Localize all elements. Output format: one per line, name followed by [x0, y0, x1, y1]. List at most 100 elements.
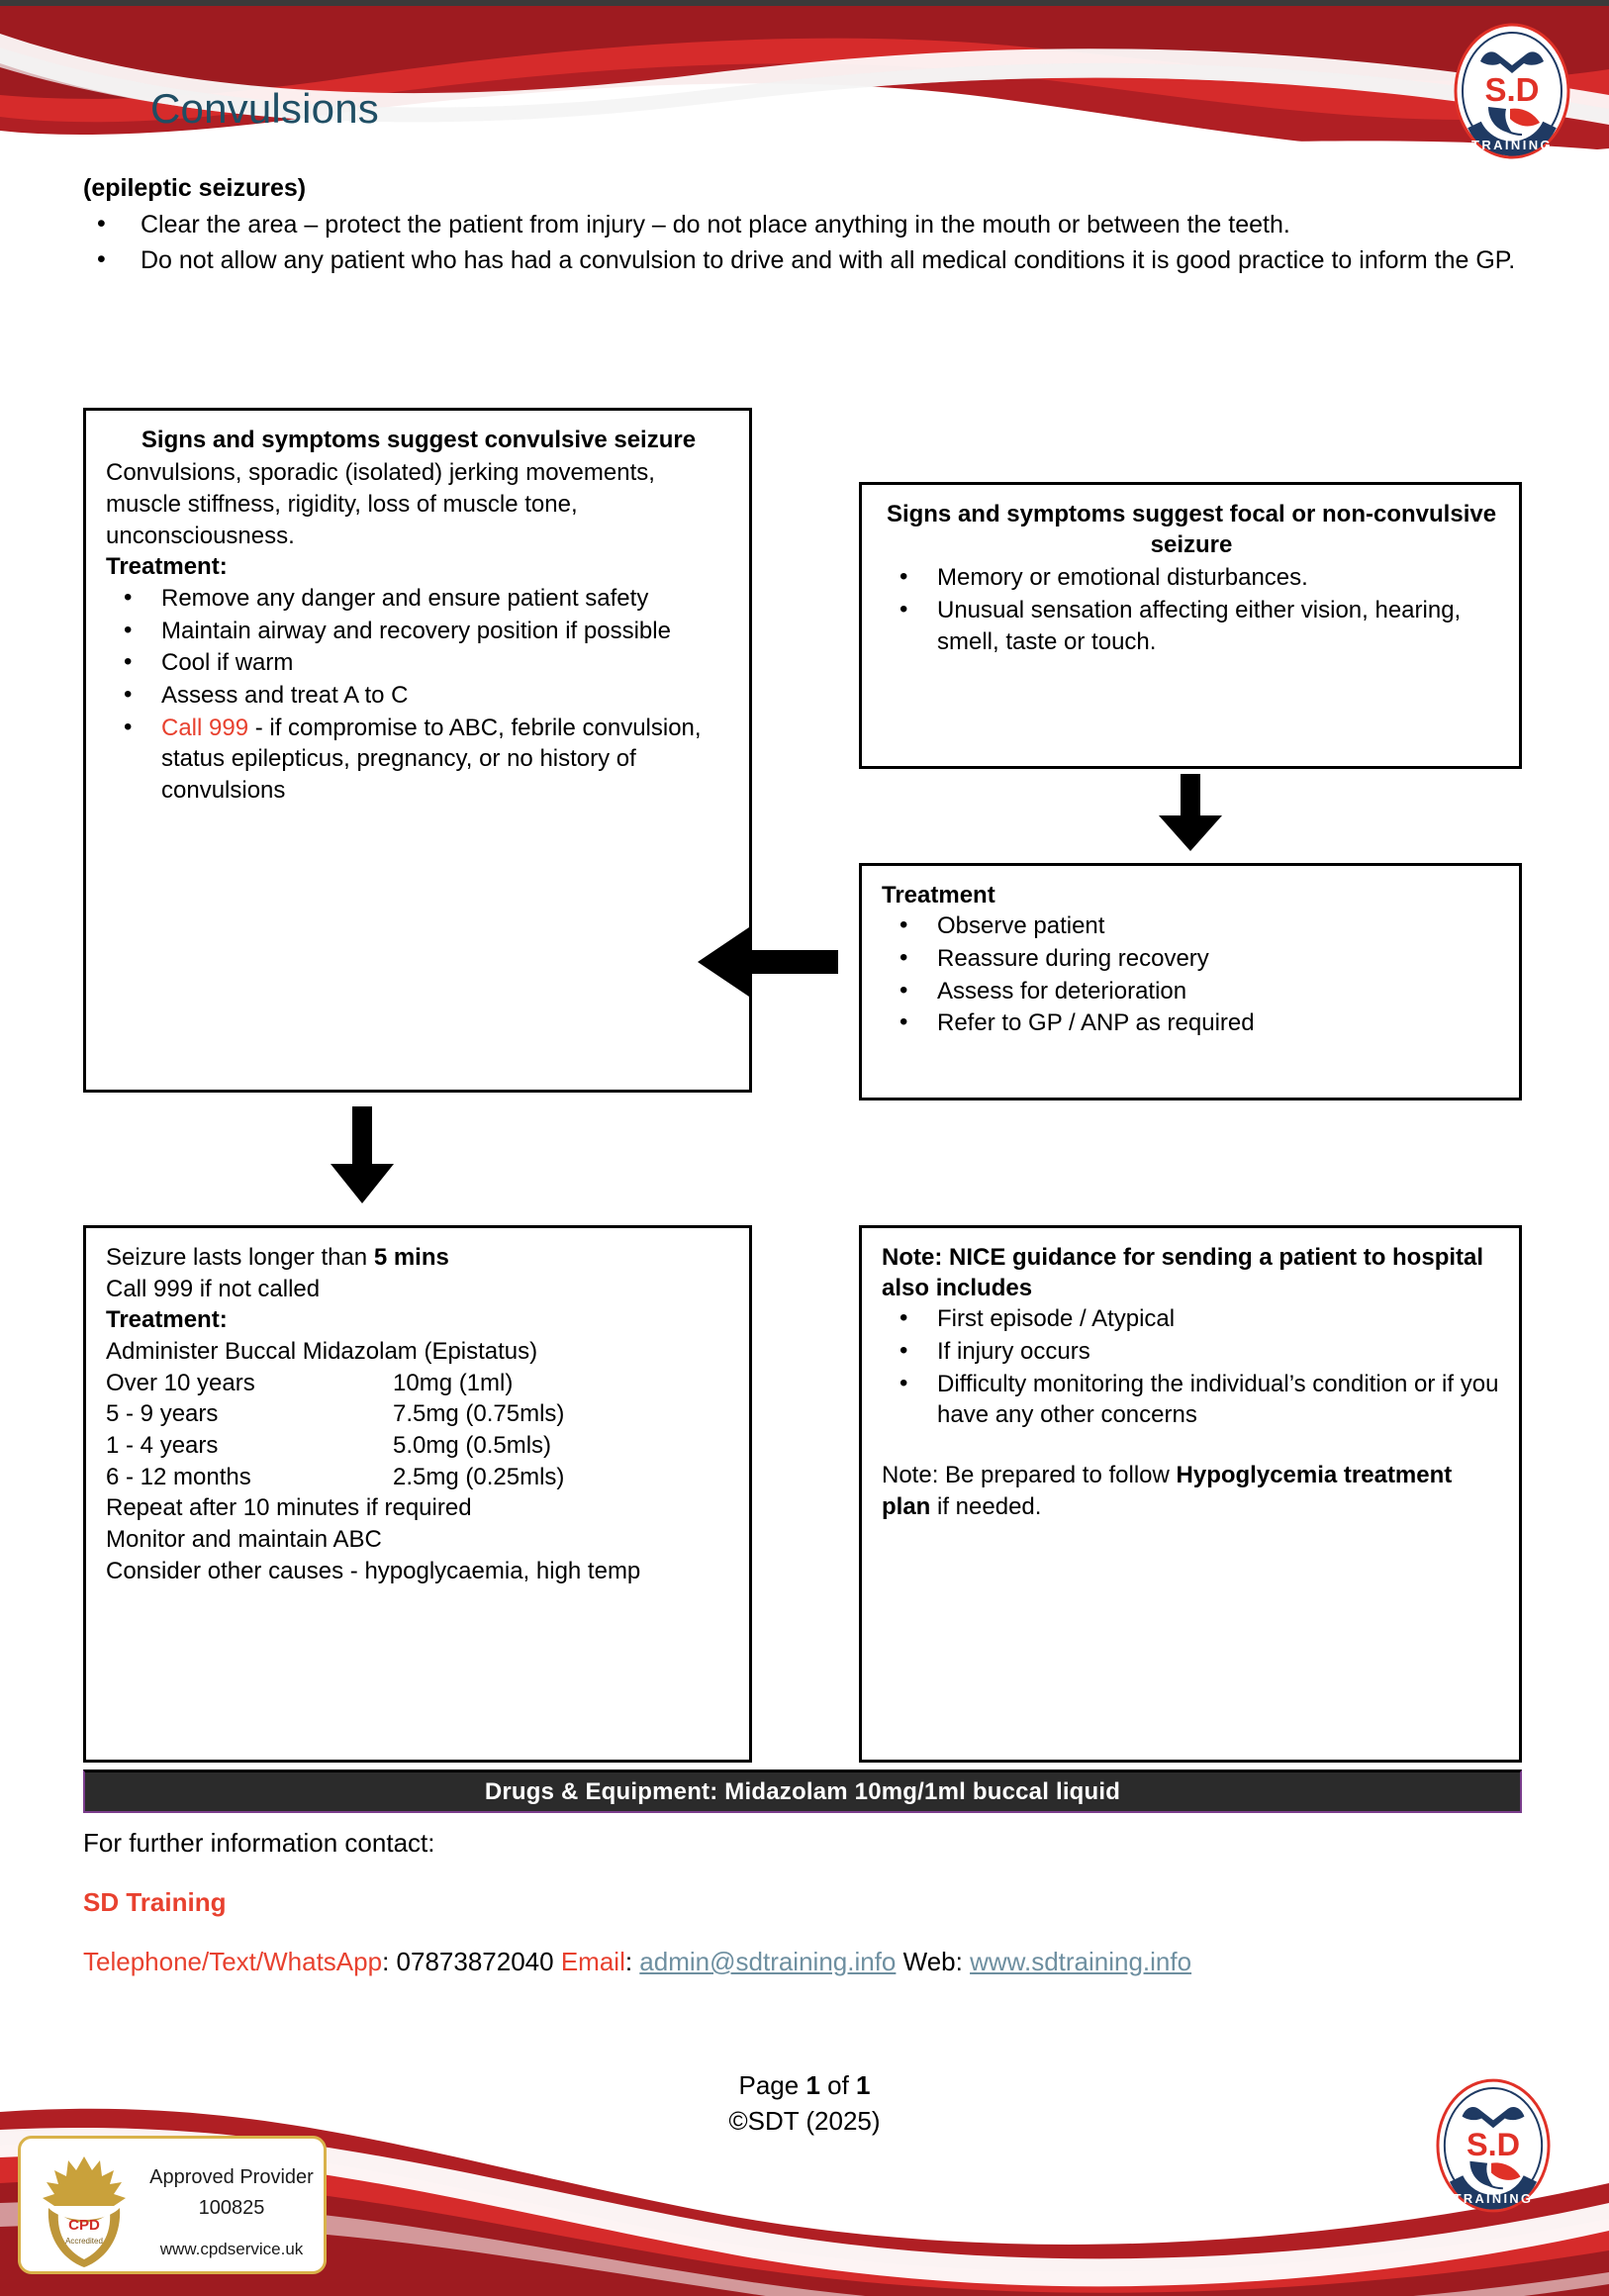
list-item: Maintain airway and recovery position if… — [106, 615, 731, 647]
contact-heading: For further information contact: — [83, 1828, 435, 1858]
box-focal-seizure: Signs and symptoms suggest focal or non-… — [859, 482, 1522, 769]
arrow-down-icon — [323, 1106, 402, 1203]
dose-amount: 7.5mg (0.75mls) — [393, 1400, 565, 1428]
phone-separator: : — [382, 1946, 397, 1976]
arrow-down-icon — [1151, 774, 1230, 851]
intro-bullet-2: Do not allow any patient who has had a c… — [83, 243, 1538, 278]
web-separator — [963, 1947, 970, 1976]
cpd-url: www.cpdservice.uk — [159, 2240, 304, 2258]
page-current: 1 — [805, 2070, 820, 2100]
page-total: 1 — [856, 2070, 871, 2100]
list-item: If injury occurs — [882, 1335, 1501, 1368]
prolonged-duration: 5 mins — [373, 1244, 449, 1271]
dose-age: 5 - 9 years — [106, 1400, 219, 1428]
contact-company: SD Training — [83, 1886, 227, 1917]
cpd-wreath-icon: CPD Accredited — [43, 2156, 126, 2267]
page-title: Convulsions — [150, 85, 379, 132]
intro-section: (epileptic seizures) Clear the area – pr… — [83, 174, 1538, 279]
prolonged-after-2: Monitor and maintain ABC — [106, 1526, 382, 1554]
list-item-call-999: Call 999 - if compromise to ABC, febrile… — [106, 712, 731, 807]
phone-label: Telephone/Text/WhatsApp — [83, 1946, 383, 1976]
copyright: ©SDT (2025) — [728, 2105, 881, 2136]
svg-text:S.D: S.D — [1467, 2127, 1520, 2162]
document-subtitle: (epileptic seizures) — [83, 174, 307, 202]
svg-text:Accredited: Accredited — [65, 2237, 103, 2246]
detail-gap — [554, 1947, 561, 1976]
dose-amount: 10mg (1ml) — [393, 1369, 514, 1396]
phone-value: 07873872040 — [396, 1946, 554, 1976]
list-item: Remove any danger and ensure patient saf… — [106, 582, 731, 615]
email-link[interactable]: admin@sdtraining.info — [639, 1946, 897, 1976]
dose-amount: 5.0mg (0.5mls) — [393, 1432, 552, 1460]
box-focal-title: Signs and symptoms suggest focal or non-… — [886, 501, 1497, 559]
arrow-left-icon — [698, 925, 838, 999]
list-item: First episode / Atypical — [882, 1302, 1501, 1335]
cpd-badge-text: Approved Provider 100825 — [138, 2162, 326, 2224]
box-prolonged-seizure: Seizure lasts longer than 5 mins Call 99… — [83, 1225, 752, 1763]
cpd-line-2: 100825 — [198, 2197, 265, 2219]
box-treatment-bullets: Observe patient Reassure during recovery… — [882, 909, 1501, 1039]
table-row: 1 - 4 years 5.0mg (0.5mls) — [106, 1430, 731, 1462]
prolonged-after-1: Repeat after 10 minutes if required — [106, 1494, 472, 1522]
page-middle: of — [819, 2070, 857, 2100]
email-separator: : — [624, 1946, 640, 1976]
contact-section: For further information contact: SD Trai… — [83, 1827, 1538, 2004]
dose-age: 6 - 12 months — [106, 1463, 251, 1490]
spacer — [882, 1432, 1501, 1460]
header-banner — [0, 0, 1609, 180]
svg-text:S.D: S.D — [1484, 71, 1539, 108]
cpd-line-1: Approved Provider — [149, 2166, 314, 2188]
box-convulsive-seizure: Signs and symptoms suggest convulsive se… — [83, 408, 752, 1093]
website-link[interactable]: www.sdtraining.info — [970, 1946, 1192, 1976]
box-focal-treatment: Treatment Observe patient Reassure durin… — [859, 863, 1522, 1100]
table-row: 5 - 9 years 7.5mg (0.75mls) — [106, 1398, 731, 1430]
web-label: Web: — [902, 1946, 963, 1976]
hypoglycemia-note-suffix: if needed. — [930, 1492, 1042, 1520]
page-number: Page 1 of 1 — [0, 2068, 1609, 2104]
box-nice-bullets: First episode / Atypical If injury occur… — [882, 1302, 1501, 1431]
prolonged-treatment-label: Treatment: — [106, 1306, 228, 1334]
box-convulsive-bullets: Remove any danger and ensure patient saf… — [106, 582, 731, 807]
prolonged-line-3: Administer Buccal Midazolam (Epistatus) — [106, 1338, 538, 1366]
dose-age: Over 10 years — [106, 1369, 255, 1396]
hypoglycemia-note-prefix: Note: Be prepared to follow — [882, 1462, 1177, 1489]
box-convulsive-title: Signs and symptoms suggest convulsive se… — [141, 427, 697, 453]
dose-amount: 2.5mg (0.25mls) — [393, 1463, 565, 1490]
list-item: Unusual sensation affecting either visio… — [882, 594, 1501, 657]
hypoglycemia-plan-name: Hypoglycemia treatment plan — [882, 1462, 1453, 1520]
prolonged-after-3: Consider other causes - hypoglycaemia, h… — [106, 1557, 641, 1584]
box-convulsive-description: Convulsions, sporadic (isolated) jerking… — [106, 459, 655, 549]
intro-bullet-1: Clear the area – protect the patient fro… — [83, 208, 1538, 242]
list-item: Memory or emotional disturbances. — [882, 561, 1501, 594]
list-item: Observe patient — [882, 909, 1501, 942]
table-row: Over 10 years 10mg (1ml) — [106, 1368, 731, 1399]
list-item: Cool if warm — [106, 646, 731, 679]
page-prefix: Page — [738, 2070, 806, 2100]
contact-details: Telephone/Text/WhatsApp: 07873872040 Ema… — [83, 1946, 1538, 1979]
dose-age: 1 - 4 years — [106, 1432, 219, 1460]
list-item: Difficulty monitoring the individual’s c… — [882, 1368, 1501, 1431]
sd-training-logo-top: S.D TRAINING — [1453, 22, 1571, 160]
call-999-label: Call 999 — [161, 714, 249, 741]
drugs-equipment-bar: Drugs & Equipment: Midazolam 10mg/1ml bu… — [83, 1770, 1522, 1813]
cpd-approved-provider-badge: CPD Accredited Approved Provider 100825 … — [18, 2136, 327, 2274]
call-999-detail: - if compromise to ABC, febrile convulsi… — [161, 714, 702, 804]
table-row: 6 - 12 months 2.5mg (0.25mls) — [106, 1462, 731, 1493]
sd-training-logo-bottom: S.D TRAINING — [1435, 2076, 1552, 2215]
svg-text:CPD: CPD — [68, 2217, 100, 2234]
footer-text: Page 1 of 1 ©SDT (2025) — [0, 2068, 1609, 2140]
hypoglycemia-note: Note: Be prepared to follow Hypoglycemia… — [882, 1460, 1501, 1522]
svg-text:TRAINING: TRAINING — [1454, 2191, 1534, 2206]
list-item: Assess for deterioration — [882, 975, 1501, 1007]
box-convulsive-treatment-label: Treatment: — [106, 553, 228, 581]
box-treatment-title: Treatment — [882, 882, 995, 909]
logo-wordmark: TRAINING — [1471, 138, 1553, 152]
box-nice-title: Note: NICE guidance for sending a patien… — [882, 1244, 1484, 1302]
email-label: Email — [560, 1946, 625, 1976]
prolonged-line-2: Call 999 if not called — [106, 1275, 321, 1302]
box-focal-bullets: Memory or emotional disturbances. Unusua… — [882, 561, 1501, 657]
prolonged-line-1-prefix: Seizure lasts longer than — [106, 1244, 374, 1271]
detail-gap-2 — [896, 1947, 902, 1976]
list-item: Assess and treat A to C — [106, 679, 731, 712]
box-nice-guidance: Note: NICE guidance for sending a patien… — [859, 1225, 1522, 1763]
